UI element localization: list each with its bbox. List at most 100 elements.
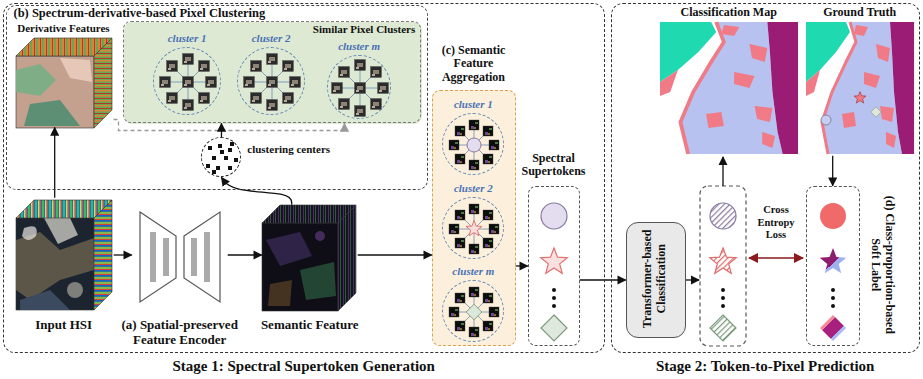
aggregated-cluster: [467, 138, 481, 152]
input-hsi-cube: [20, 290, 70, 310]
transformer-box: Transformer-based Classification: [626, 222, 686, 338]
data-cube: Semantic Feature: [262, 205, 358, 346]
node-label: cluster 1: [433, 98, 513, 111]
pixel-cluster: [160, 54, 389, 117]
center-dots: [206, 142, 238, 174]
arrow-connector: [358, 254, 432, 255]
map-image: [806, 22, 914, 154]
predicted-token-box: [710, 315, 736, 341]
node-label: (a) Spatial-preserved Feature Encoder: [110, 318, 250, 348]
derivative-cube: [94, 38, 112, 128]
predicted-token-box: [710, 203, 736, 229]
stage-panel: Transformer-based Classification Classifi…: [611, 3, 920, 353]
supertoken-symbol: [541, 203, 567, 229]
node-label: clustering centers: [247, 143, 357, 156]
node-label: cluster 1: [147, 32, 227, 45]
cluster-circle: cluster 2: [237, 47, 305, 115]
soft-label-symbol: [820, 315, 846, 341]
arrow-connector: [580, 279, 626, 280]
aggregated-cluster: [449, 287, 499, 337]
cluster-area-fill: [124, 22, 422, 124]
arrow-connector: [221, 177, 291, 204]
stage-panel: Derivative Featurescluster 1cluster 2clu…: [3, 3, 605, 353]
encoder-symbol: [184, 212, 220, 302]
node-label: Transformer-based Classification: [641, 225, 669, 333]
supertoken-symbol: [541, 203, 568, 341]
derivative-cube: [16, 56, 94, 128]
predicted-token-box: [721, 304, 725, 308]
stage2-arrows: [722, 157, 723, 186]
encoder-symbol: [150, 232, 156, 282]
center-dots: [216, 166, 220, 170]
center-dots: [228, 148, 232, 152]
map-image: Classification Map: [660, 6, 798, 156]
soft-label-symbol: [820, 203, 847, 341]
node-label: Derivative Features: [7, 22, 119, 35]
node-label: Input HSI: [4, 318, 124, 333]
loss-label: Cross Entropy Loss: [747, 204, 805, 242]
soft-label-symbol: [820, 248, 847, 273]
semantic-cube: [268, 280, 292, 306]
semantic-cube: [262, 223, 338, 311]
semantic-cube: [262, 205, 356, 311]
soft-label-symbol: [831, 296, 835, 300]
cluster-circle: cluster m: [442, 280, 504, 342]
node-label: Spectral Supertokens: [514, 152, 594, 180]
data-cube: Derivative Features: [13, 22, 113, 127]
derivative-cube: [16, 64, 56, 96]
center-dots: [220, 150, 224, 154]
encoder: (a) Spatial-preserved Feature Encoder: [132, 205, 228, 346]
input-hsi-cube: [67, 282, 83, 298]
center-dots: [212, 170, 216, 174]
input-hsi-cube: [22, 226, 37, 240]
map-image: [660, 22, 798, 154]
pixel-cluster: [244, 54, 301, 111]
node-label: Stage 1: Spectral Supertoken Generation: [3, 358, 605, 375]
derivative-cube: [60, 58, 92, 82]
soft-label-symbol: [831, 288, 835, 292]
predicted-token-box: [721, 288, 725, 292]
arrow-connector: [832, 156, 833, 186]
input-hsi-cube: [16, 232, 94, 300]
module-box: cluster 1cluster 2cluster m(c) Semantic …: [432, 90, 516, 346]
supertoken-symbol: [552, 288, 556, 292]
token-box: Spectral Supertokens: [528, 186, 580, 346]
aggregated-cluster: [449, 120, 499, 337]
node-label: Classification Map: [650, 6, 808, 20]
supertoken-symbol: [552, 304, 556, 308]
derivative-cube: [16, 38, 112, 128]
node-label: cluster m: [433, 265, 513, 278]
encoder-symbol: [163, 238, 169, 276]
node-label: (b) Spectrum-derivative-based Pixel Clus…: [13, 6, 413, 20]
center-dots: [228, 166, 232, 170]
encoder-symbol: [204, 232, 210, 282]
node-label: (c) Semantic Feature Aggregation: [428, 44, 520, 85]
predicted-token-box: [700, 186, 746, 346]
derivative-cube: [24, 100, 80, 126]
map-image: [871, 107, 881, 117]
map-image: Ground Truth: [804, 6, 916, 156]
cluster-circle: cluster 1: [153, 47, 221, 115]
node-label: Ground Truth: [804, 6, 916, 20]
supertoken-symbol: [552, 296, 556, 300]
semantic-cube: [300, 262, 336, 300]
node-label: Semantic Feature: [252, 318, 368, 333]
input-hsi-cube: [44, 218, 78, 244]
input-hsi-cube: [16, 218, 94, 310]
node-label: Similar Pixel Clusters: [273, 23, 415, 36]
centers-circle: clustering centers: [201, 137, 241, 177]
aggregated-cluster: [449, 120, 499, 170]
arrow-connector: [516, 265, 528, 266]
stage2-arrows: [749, 257, 803, 259]
arrow-connector: [113, 119, 344, 130]
center-dots: [212, 156, 216, 160]
arrow-connector: [114, 254, 132, 255]
center-dots: [230, 142, 234, 146]
module-box: Derivative Featurescluster 1cluster 2clu…: [6, 5, 428, 190]
predicted-token-box: [710, 248, 737, 273]
node-label: cluster 2: [433, 182, 513, 195]
node-label: Stage 2: Token-to-Pixel Prediction: [611, 358, 920, 375]
soft-label-symbol: [831, 304, 835, 308]
node-label: cluster 2: [231, 32, 311, 45]
